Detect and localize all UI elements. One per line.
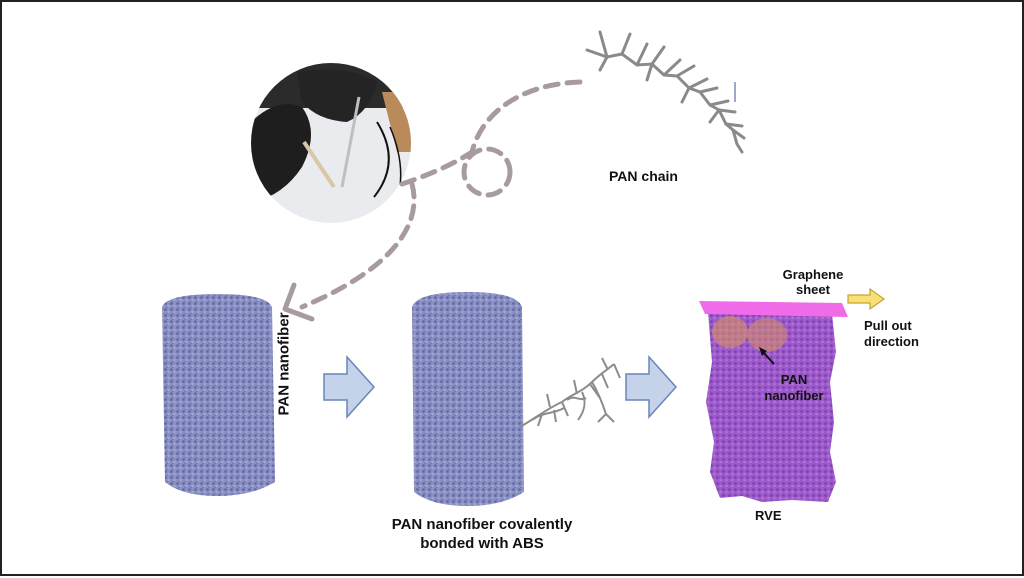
pull-out-label-line2: direction (864, 334, 919, 349)
rve-fiber-label: PAN nanofiber (754, 372, 834, 404)
dashed-arrowhead (282, 282, 315, 322)
lab-photo (251, 63, 411, 223)
rve-fiber-label-line1: PAN (780, 372, 808, 387)
pull-out-arrow (847, 287, 886, 311)
bonded-caption-line1: PAN nanofiber covalently (391, 516, 573, 533)
bonded-caption: PAN nanofiber covalently bonded with ABS (382, 515, 582, 553)
rve-fiber-label-line2: nanofiber (764, 388, 824, 403)
pan-nanofiber-vertical-label: PAN nanofiber (275, 312, 293, 416)
abs-molecule-cluster (519, 357, 621, 428)
graphene-label: Graphene sheet (778, 267, 848, 297)
rve-label: RVE (755, 508, 782, 523)
pointer-arrowhead (759, 347, 767, 356)
pan-nanofiber-cylinder (162, 294, 275, 496)
bonded-nanofiber-cylinder (412, 292, 524, 506)
bonded-caption-line2: bonded with ABS (420, 535, 544, 552)
pan-chain-label: PAN chain (609, 168, 678, 184)
process-arrow-1 (323, 355, 376, 419)
graphene-label-line1: Graphene (782, 267, 844, 282)
pan-chain-molecule (585, 30, 746, 154)
rve-block (706, 312, 836, 502)
graphene-sheet (699, 301, 848, 317)
process-arrow-2 (625, 355, 678, 419)
pull-out-label: Pull out direction (864, 318, 919, 350)
dashed-connector (299, 79, 583, 310)
pull-out-label-line1: Pull out (864, 318, 912, 333)
graphene-label-line2: sheet (796, 282, 830, 297)
